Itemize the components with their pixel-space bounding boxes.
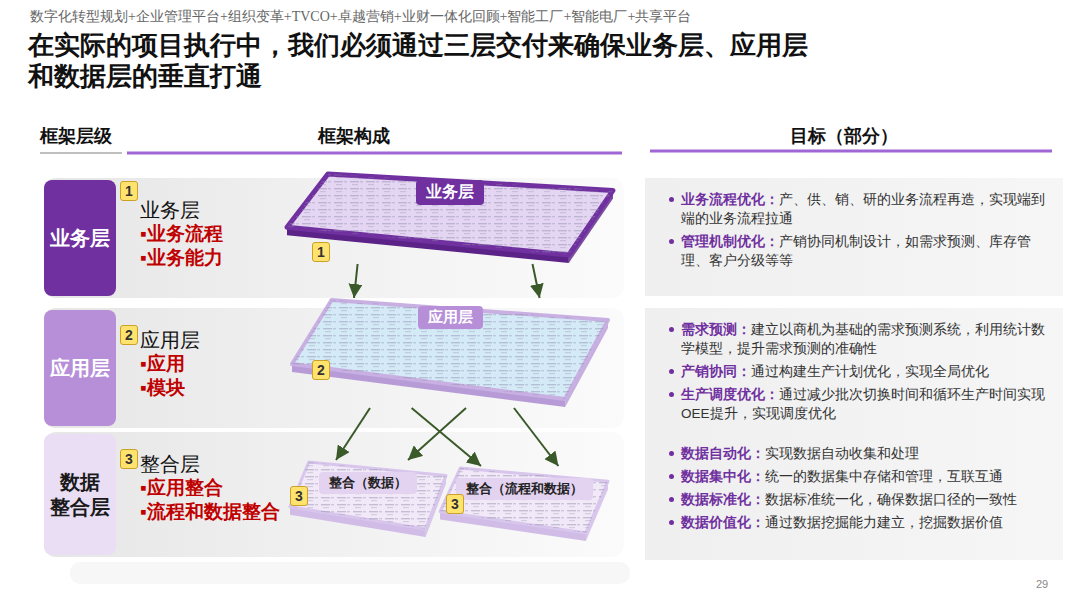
callout-number: 3 xyxy=(446,494,464,514)
goal-key: 数据集中化： xyxy=(681,469,765,484)
callout-number: 2 xyxy=(312,360,330,380)
layer-heading: 业务层 xyxy=(140,198,286,222)
flow-arrow xyxy=(354,264,358,298)
goal-key: 产销协同： xyxy=(681,364,751,379)
bullet-dot xyxy=(669,369,674,374)
goal-text: 实现数据自动收集和处理 xyxy=(765,446,919,461)
bullet-dot xyxy=(669,474,674,479)
header-rule xyxy=(650,150,1052,153)
goal-text: 通过构建生产计划优化，实现全局优化 xyxy=(751,364,989,379)
layer-tag: 数据 整合层 xyxy=(44,434,116,555)
layer-item: ▪模块 xyxy=(140,376,286,400)
goal-text: 统一的数据集中存储和管理，互联互通 xyxy=(765,469,1003,484)
header-rule xyxy=(40,152,122,154)
layer-item: ▪业务能力 xyxy=(140,246,286,270)
layer-item: ▪业务流程 xyxy=(140,222,286,246)
layer-contents: 整合层▪应用整合▪流程和数据整合 xyxy=(140,452,286,524)
goal-item: 数据自动化：实现数据自动收集和处理 xyxy=(667,444,1049,463)
layer-contents: 应用层▪应用▪模块 xyxy=(140,328,286,400)
layer-slab: 业务层 xyxy=(285,172,615,264)
bullet-dot xyxy=(669,497,674,502)
slab-label: 业务层 xyxy=(416,180,484,205)
goal-key: 数据自动化： xyxy=(681,446,765,461)
flow-arrow xyxy=(533,264,540,298)
slide-title: 在实际的项目执行中，我们必须通过三层交付来确保业务层、应用层和数据层的垂直打通 xyxy=(28,30,828,92)
callout-number: 1 xyxy=(312,242,330,262)
goal-key: 管理机制优化： xyxy=(681,234,779,249)
goal-box: 业务流程优化：产、供、销、研的业务流程再造，实现端到端的业务流程拉通管理机制优化… xyxy=(645,178,1063,296)
callout-number: 1 xyxy=(120,181,138,201)
column-header: 框架构成 xyxy=(318,124,390,148)
column-header: 框架层级 xyxy=(40,124,112,148)
layer-tag-label: 数据 整合层 xyxy=(48,470,112,520)
goal-text: 通过数据挖掘能力建立，挖掘数据价值 xyxy=(765,515,1003,530)
bullet-dot xyxy=(669,520,674,525)
callout-number: 2 xyxy=(120,325,138,345)
goal-key: 生产调度优化： xyxy=(681,387,779,402)
goal-box: 数据自动化：实现数据自动收集和处理数据集中化：统一的数据集中存储和管理，互联互通… xyxy=(645,432,1063,560)
goal-box: 需求预测：建立以商机为基础的需求预测系统，利用统计数学模型，提升需求预测的准确性… xyxy=(645,308,1063,435)
layer-item: ▪流程和数据整合 xyxy=(140,500,286,524)
goal-item: 产销协同：通过构建生产计划优化，实现全局优化 xyxy=(667,362,1049,381)
layer-tag-label: 应用层 xyxy=(50,356,110,381)
goal-item: 数据标准化：数据标准统一化，确保数据口径的一致性 xyxy=(667,490,1049,509)
flow-arrow xyxy=(412,408,481,466)
layer-item: ▪应用整合 xyxy=(140,476,286,500)
slab-label: 整合（数据） xyxy=(319,472,417,494)
column-header: 目标（部分） xyxy=(790,124,898,148)
bullet-dot xyxy=(669,197,674,202)
layer-slab: 应用层 xyxy=(290,298,610,408)
bullet-dot xyxy=(669,327,674,332)
reflection xyxy=(70,562,630,584)
bullet-dot xyxy=(669,451,674,456)
flow-arrow xyxy=(514,408,558,466)
layer-slab: 整合（数据） xyxy=(288,460,448,538)
slab-label: 整合（流程和数据） xyxy=(456,478,593,500)
layer-item: ▪应用 xyxy=(140,352,286,376)
slab-label: 应用层 xyxy=(418,306,483,329)
goal-key: 需求预测： xyxy=(681,322,751,337)
goal-key: 数据价值化： xyxy=(681,515,765,530)
bullet-dot xyxy=(669,239,674,244)
page-number: 29 xyxy=(1036,578,1048,590)
goal-item: 需求预测：建立以商机为基础的需求预测系统，利用统计数学模型，提升需求预测的准确性 xyxy=(667,320,1049,358)
goal-text: 数据标准统一化，确保数据口径的一致性 xyxy=(765,492,1017,507)
topic-header: 数字化转型规划+企业管理平台+组织变革+TVCO+卓越营销+业财一体化回顾+智能… xyxy=(30,8,691,26)
callout-number: 3 xyxy=(290,486,308,506)
bullet-dot xyxy=(669,392,674,397)
goal-item: 生产调度优化：通过减少批次切换时间和循环生产时间实现OEE提升，实现调度优化 xyxy=(667,385,1049,423)
flow-arrow xyxy=(408,408,466,460)
callout-number: 3 xyxy=(120,449,138,469)
goal-key: 数据标准化： xyxy=(681,492,765,507)
goal-item: 业务流程优化：产、供、销、研的业务流程再造，实现端到端的业务流程拉通 xyxy=(667,190,1049,228)
layer-heading: 整合层 xyxy=(140,452,286,476)
header-rule xyxy=(127,152,622,155)
layer-tag-label: 业务层 xyxy=(50,226,110,251)
layer-heading: 应用层 xyxy=(140,328,286,352)
layer-contents: 业务层▪业务流程▪业务能力 xyxy=(140,198,286,270)
layer-tag: 应用层 xyxy=(44,310,116,426)
goal-key: 业务流程优化： xyxy=(681,192,779,207)
row-band xyxy=(44,432,624,557)
flow-arrow xyxy=(336,408,370,460)
goal-item: 管理机制优化：产销协同机制设计，如需求预测、库存管理、客户分级等等 xyxy=(667,232,1049,270)
layer-tag: 业务层 xyxy=(44,180,116,296)
goal-item: 数据价值化：通过数据挖掘能力建立，挖掘数据价值 xyxy=(667,513,1049,532)
goal-item: 数据集中化：统一的数据集中存储和管理，互联互通 xyxy=(667,467,1049,486)
